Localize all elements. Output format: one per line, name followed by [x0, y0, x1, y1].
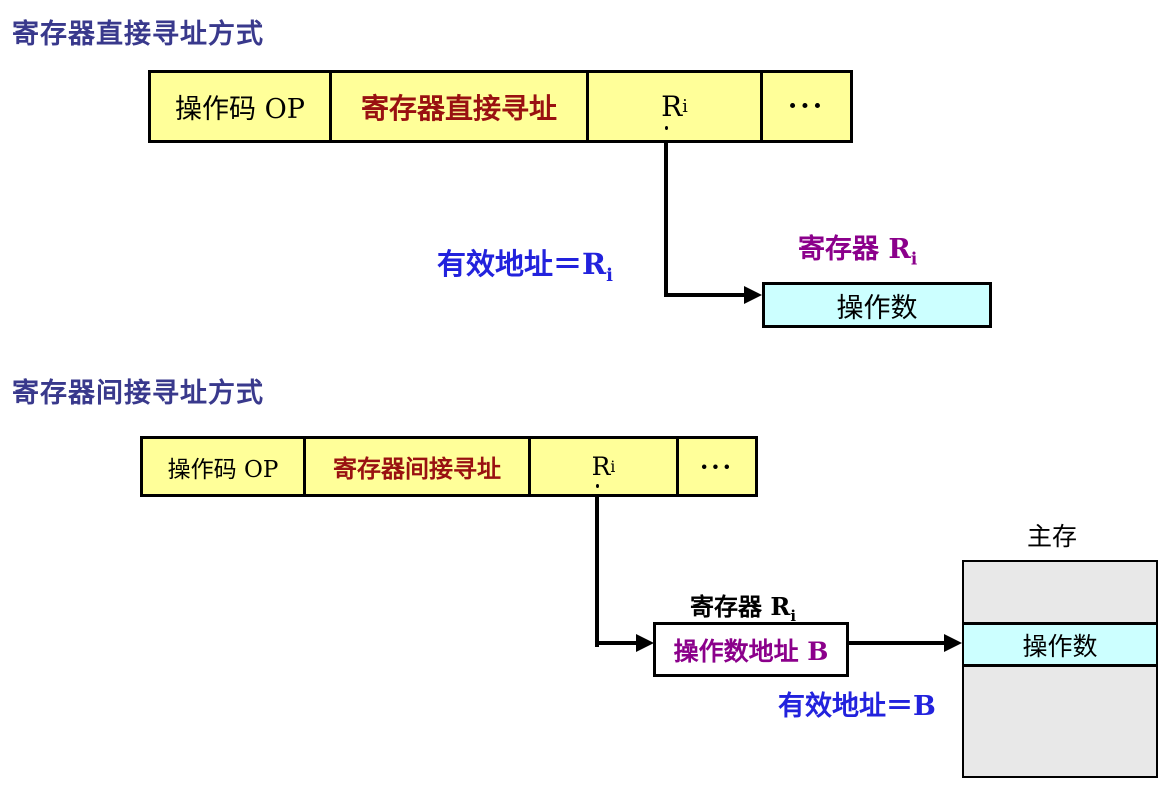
section1-effective-address-sub: i: [606, 264, 613, 286]
section2-title: 寄存器间接寻址方式: [12, 378, 264, 409]
main-memory-label: 主存: [1027, 522, 1078, 551]
section1-register-label-text: 寄存器 R: [798, 234, 911, 265]
section2-ellipsis-field: ···: [676, 439, 755, 494]
section1-register-base: R: [661, 90, 683, 123]
section2-memory-arrow-line: [849, 641, 946, 645]
section2-register-label: 寄存器 Ri: [690, 587, 796, 625]
section2-effective-address-label: 有效地址＝B: [778, 691, 936, 722]
section1-mode-field: 寄存器直接寻址: [329, 73, 586, 140]
section2-memory-arrowhead-icon: [944, 634, 962, 652]
section1-title: 寄存器直接寻址方式: [12, 19, 264, 50]
section1-register-label: 寄存器 Ri: [798, 227, 918, 269]
section2-connector-vertical-line: [595, 497, 599, 647]
section1-arrowhead-icon: [744, 286, 762, 304]
section1-connector-horizontal-line: [664, 293, 746, 297]
section2-mode-field: 寄存器间接寻址: [303, 439, 528, 494]
section1-connector-vertical-line: [664, 143, 668, 297]
section1-ellipsis-field: ···: [760, 73, 850, 140]
section1-opcode-field: 操作码 OP: [175, 94, 305, 125]
section1-register-label-sub: i: [910, 248, 918, 269]
section2-operand-address-box: 操作数地址 B: [653, 622, 849, 677]
section2-register-base: R: [591, 452, 611, 481]
section2-connector-horizontal-line: [595, 641, 639, 645]
section2-register-label-text: 寄存器 R: [690, 592, 791, 621]
section1-operand-box: 操作数: [762, 282, 992, 328]
section2-line-dot: [596, 484, 599, 488]
main-memory-box: 操作数: [962, 560, 1158, 778]
main-memory-operand-cell: 操作数: [964, 622, 1156, 667]
section1-line-dot: [665, 126, 668, 130]
section2-arrowhead-icon: [636, 634, 654, 652]
section1-effective-address-text: 有效地址＝R: [437, 247, 607, 281]
section2-register-label-sub: i: [790, 606, 796, 625]
section2-opcode-field: 操作码 OP: [167, 456, 279, 483]
section1-effective-address-label: 有效地址＝Ri: [437, 241, 613, 286]
